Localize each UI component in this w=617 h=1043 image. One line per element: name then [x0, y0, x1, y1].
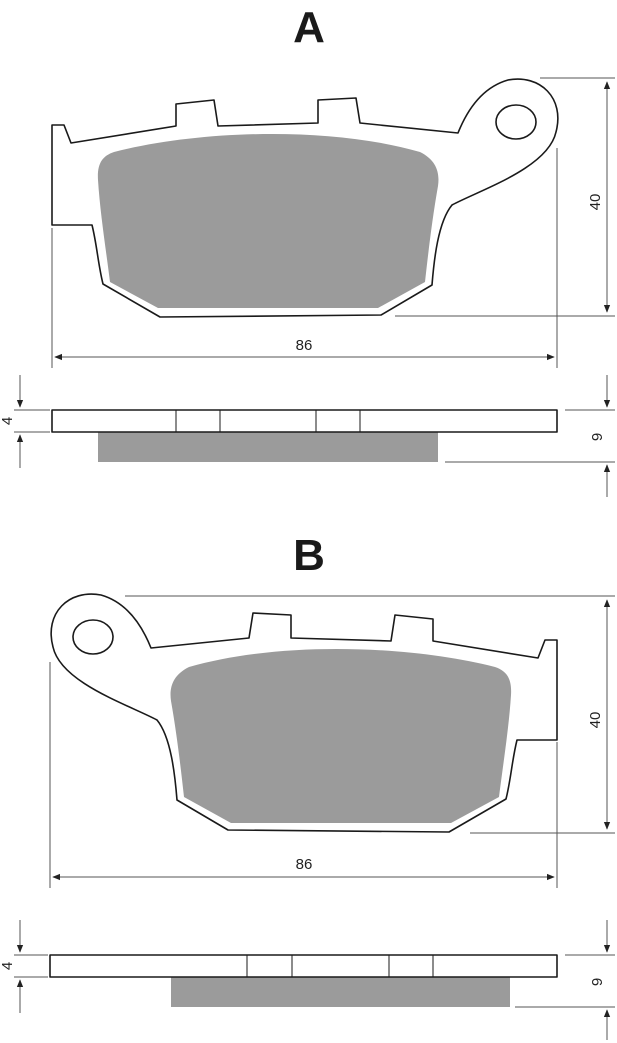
pad-b-width-dimension: 86	[49, 662, 558, 888]
pad-a-label: A	[293, 3, 325, 52]
pad-b-mounting-hole	[72, 619, 114, 655]
pad-b-plan-view	[50, 593, 558, 833]
pad-b-total-thickness-dimension: 9	[515, 920, 615, 1040]
pad-b-backing-thickness-value: 4	[0, 962, 16, 970]
pad-a-side-view	[51, 409, 558, 462]
pad-a-backing-thickness-value: 4	[0, 417, 16, 425]
pad-a-group: A 40 86	[0, 3, 615, 497]
pad-a-height-dimension: 40	[395, 77, 615, 317]
pad-a-side-friction	[98, 432, 438, 462]
pad-a-side-backing	[51, 409, 558, 433]
pad-a-friction-material	[97, 133, 439, 308]
pad-b-backing-thickness-dimension: 4	[0, 920, 48, 1013]
pad-b-side-view	[49, 954, 558, 1007]
pad-b-height-dimension: 40	[125, 595, 615, 834]
pad-b-total-thickness-value: 9	[589, 978, 606, 986]
pad-a-total-thickness-dimension: 9	[445, 375, 615, 497]
pad-a-mounting-hole	[495, 104, 537, 140]
pad-b-width-value: 86	[296, 856, 313, 873]
pad-b-height-value: 40	[587, 712, 604, 729]
pad-b-side-friction	[171, 977, 510, 1007]
pad-b-side-backing	[49, 954, 558, 978]
pad-a-total-thickness-value: 9	[589, 433, 606, 441]
pad-a-width-dimension: 86	[51, 148, 558, 368]
pad-a-backing-thickness-dimension: 4	[0, 375, 50, 468]
pad-a-plan-view	[51, 78, 559, 318]
pad-b-group: B 40 86	[0, 531, 615, 1040]
pad-a-height-value: 40	[587, 194, 604, 211]
pad-b-friction-material	[170, 648, 512, 823]
pad-a-width-value: 86	[296, 337, 313, 354]
pad-b-label: B	[293, 531, 325, 580]
